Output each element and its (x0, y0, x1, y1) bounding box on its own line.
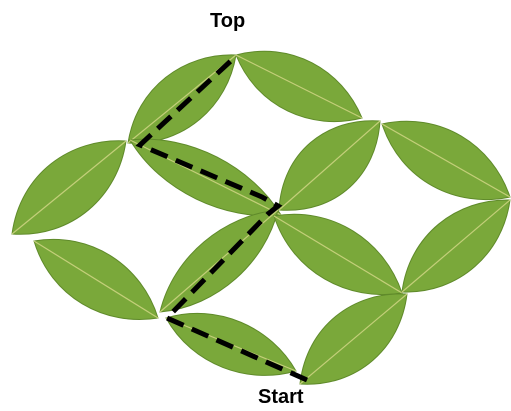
leaf-right-mid-upper (278, 120, 381, 211)
leaf-right-mid-lower (273, 213, 403, 296)
leaf-vein (235, 54, 363, 119)
leaf-vein (273, 215, 403, 294)
leaf-vein (299, 293, 408, 385)
leaves-layer (11, 50, 511, 385)
leaf-vein (33, 240, 159, 319)
top-label: Top (210, 10, 246, 32)
dashed-path-line (135, 56, 309, 383)
leaf-left-outer-lower (33, 238, 159, 320)
leaf-far-right-lower (401, 199, 511, 293)
start-label: Start (258, 386, 304, 408)
leaf-far-right-upper (381, 120, 511, 201)
leaf-vein (278, 120, 381, 211)
leaf-vein (11, 140, 127, 235)
leaf-vein (401, 199, 511, 293)
leaf-top-right-upper (235, 50, 363, 122)
leaf-bottom-right (299, 293, 408, 385)
leaf-vein (381, 123, 511, 198)
leaf-left-outer-upper (11, 140, 127, 235)
